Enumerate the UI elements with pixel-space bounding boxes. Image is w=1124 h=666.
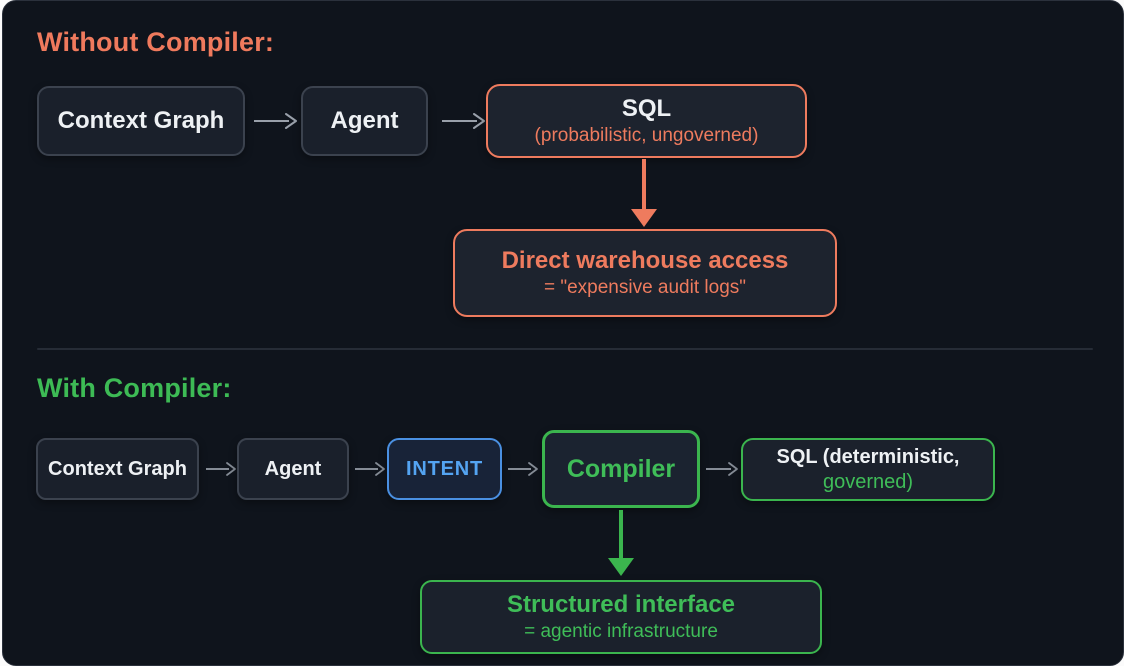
direct-warehouse-title: Direct warehouse access xyxy=(501,247,789,275)
arrow-down-icon xyxy=(608,510,634,576)
sql-ungoverned-subtitle: (probabilistic, ungoverned) xyxy=(534,125,759,147)
structured-interface-title: Structured interface xyxy=(506,591,736,619)
arrow-right-icon xyxy=(355,462,385,476)
sql-ungoverned-title: SQL xyxy=(621,95,672,123)
node-context-graph-without-label: Context Graph xyxy=(57,107,225,134)
node-context-graph-with: Context Graph xyxy=(36,438,199,500)
node-agent-with: Agent xyxy=(237,438,349,500)
node-context-graph-without: Context Graph xyxy=(37,86,245,156)
node-agent-without: Agent xyxy=(301,86,428,156)
node-sql-ungoverned: SQL (probabilistic, ungoverned) xyxy=(486,84,807,158)
node-intent-label: INTENT xyxy=(405,457,484,480)
direct-warehouse-subtitle: = "expensive audit logs" xyxy=(543,277,747,299)
without-compiler-heading: Without Compiler: xyxy=(37,27,275,57)
with-compiler-heading: With Compiler: xyxy=(37,373,232,403)
arrow-right-icon xyxy=(442,113,485,129)
node-direct-warehouse-access: Direct warehouse access = "expensive aud… xyxy=(453,229,837,317)
node-sql-governed: SQL (deterministic, governed) xyxy=(741,438,995,501)
arrow-right-icon xyxy=(508,462,538,476)
node-context-graph-with-label: Context Graph xyxy=(48,457,187,480)
node-intent: INTENT xyxy=(387,438,502,500)
arrow-right-icon xyxy=(206,462,236,476)
section-divider xyxy=(37,348,1093,350)
node-compiler-label: Compiler xyxy=(566,454,676,483)
node-agent-without-label: Agent xyxy=(330,107,399,134)
sql-governed-title: SQL (deterministic, xyxy=(776,445,960,468)
arrow-right-icon xyxy=(706,462,738,476)
structured-interface-subtitle: = agentic infrastructure xyxy=(524,621,718,643)
arrow-right-icon xyxy=(254,113,297,129)
arrow-down-icon xyxy=(631,159,657,227)
node-compiler: Compiler xyxy=(542,430,700,508)
node-agent-with-label: Agent xyxy=(264,457,322,480)
node-structured-interface: Structured interface = agentic infrastru… xyxy=(420,580,822,654)
sql-governed-subtitle: governed) xyxy=(822,470,914,493)
